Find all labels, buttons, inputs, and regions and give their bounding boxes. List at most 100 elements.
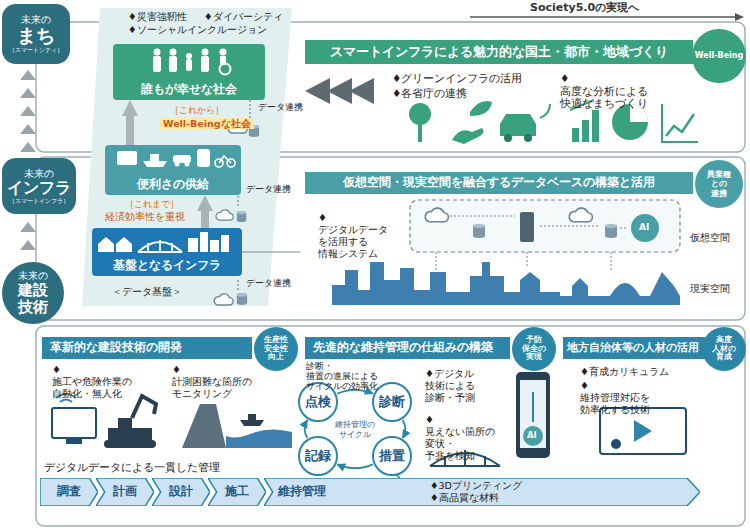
node-text: 基盤となるインフラ	[113, 259, 221, 272]
process-chevron: 設計	[152, 478, 210, 506]
node-text: 未来の	[24, 168, 54, 180]
bullet-text: ♦各省庁の連携	[392, 87, 467, 100]
flow-arrow	[126, 116, 134, 145]
era-label: Well-Beingな社会	[160, 118, 254, 129]
process-chevron: 調査	[40, 478, 98, 506]
data-link-label: データ連携	[246, 278, 291, 289]
bullet-text: ♦見えない箇所の 変状・予兆を検知	[425, 414, 495, 462]
bullet-text: ♦ダイバーシティ	[204, 11, 283, 22]
society-arrow	[470, 13, 744, 21]
process-chevron: 施工	[208, 478, 266, 506]
goal-note: Society5.0の実現へ	[530, 1, 639, 14]
section-header: 地方自治体等の人材の活用	[563, 337, 705, 359]
node-text: 点検	[305, 395, 331, 410]
bullet-text: ♦高品質な材料	[430, 492, 499, 503]
bullet-text: ♦維持管理対応を 効率化する技術	[580, 380, 650, 416]
node-text: 革新的な建設技術の開発	[50, 341, 182, 355]
construction-icons	[52, 394, 292, 448]
data-link-label: データ連携	[246, 184, 291, 195]
section-header: 仮想空間・現実空間を融合するデータベースの構築と活用	[305, 172, 693, 194]
ai-mark: AI	[639, 222, 649, 233]
link-line	[242, 251, 300, 252]
goal-box: 誰もが幸せな社会	[113, 44, 265, 100]
node-text: 未来の	[18, 270, 48, 282]
node-text: 調査	[57, 485, 81, 499]
cycle-arrow	[337, 464, 372, 468]
node-text: 高度 人材の 育成	[712, 336, 736, 362]
node-text: 診断	[379, 395, 405, 410]
left-chevrons	[305, 78, 374, 104]
cycle-arrow	[403, 420, 406, 438]
badge-circle: 生産性 安全性 向上	[254, 327, 298, 371]
node-text: ［スマートシティ］	[9, 47, 63, 54]
section-header: 先進的な維持管理の仕組みの構築	[305, 337, 510, 359]
bullet-text: ♦高度な分析による 快適なまちづくり	[560, 72, 648, 110]
node-text: まち	[17, 25, 55, 47]
node-text: インフラ	[7, 179, 71, 197]
future-label: 未来の建設技術	[2, 262, 64, 324]
node-text: 建設	[18, 282, 48, 299]
cycle-circle: 措置	[372, 436, 412, 476]
node-text: 施工	[225, 485, 249, 499]
node-text: 措置	[379, 449, 405, 464]
bullet-text: ♦育成カリキュラム	[580, 366, 669, 378]
flow-title: デジタルデータによる一貫した管理	[44, 461, 220, 474]
badge-circle: 予防 保全の 実現	[512, 327, 556, 371]
flow-arrow	[201, 211, 209, 228]
node-text: 生産性 安全性 向上	[264, 336, 288, 362]
level-box: 便利さの供給	[105, 145, 241, 195]
badge-circle: 高度 人材の 育成	[702, 327, 746, 371]
badge-circle: Well-Being	[692, 29, 745, 82]
cycle-center: 維持管理の サイクル	[335, 420, 375, 439]
smartcity-icons	[409, 100, 698, 144]
node-text: 設計	[169, 485, 193, 499]
node-text: 先進的な維持管理の仕組みの構築	[313, 341, 493, 355]
node-text: 維持管理	[278, 485, 326, 499]
era-tag: ［これまで］	[125, 199, 179, 210]
node-text: 計画	[113, 485, 137, 499]
panels	[36, 22, 745, 526]
node-text: 異業種 との 連携	[707, 170, 731, 198]
ai-mark: AI	[527, 430, 537, 440]
virtual-space	[410, 200, 680, 252]
platform-label: ＜データ基盤＞	[112, 286, 182, 298]
future-label: 未来のインフラ［スマートインフラ］	[2, 158, 76, 214]
bullet-text: ♦ソーシャルインクルージョン	[128, 24, 267, 35]
bullet-text: ♦災害強靭性	[128, 11, 187, 22]
process-chevron: 計画	[96, 478, 154, 506]
node-text: ［スマートインフラ］	[9, 198, 69, 205]
future-label: 未来のまち［スマートシティ］	[2, 4, 70, 64]
bullet-text: ♦デジタル 技術による 診断・予測	[425, 368, 475, 404]
bullet-text: ♦デジタルデータ を活用する 情報システム	[318, 212, 388, 260]
node-text: 未来の	[21, 14, 51, 26]
era-tag: ［これから］	[170, 105, 224, 116]
bullet-text: ♦計測困難な箇所の モニタリング	[172, 364, 252, 400]
badge-circle: 異業種 との 連携	[695, 160, 743, 208]
vertical-links	[436, 252, 611, 270]
era-label: 経済効率性を重視	[105, 211, 185, 222]
future-band	[82, 8, 292, 306]
node-text: 誰もが幸せな社会	[141, 83, 237, 96]
node-text: 仮想空間・現実空間を融合するデータベースの構築と活用	[343, 176, 655, 190]
data-link-label: データ連携	[258, 102, 303, 113]
node-text: 記録	[305, 449, 331, 464]
node-text: Well-Being	[695, 51, 743, 60]
cycle-arrow	[305, 420, 308, 438]
space-label: 現実空間	[690, 283, 730, 295]
bullet-text: ♦3Dプリンティング	[430, 480, 522, 491]
section-header: スマートインフラによる魅力的な国土・都市・地域づくり	[305, 40, 693, 64]
node-text: スマートインフラによる魅力的な国土・都市・地域づくり	[330, 45, 668, 60]
city-skyline	[332, 262, 680, 305]
cycle-note: 診断・措置の進展による サイクルの効率化	[306, 361, 378, 392]
section-header: 革新的な建設技術の開発	[42, 337, 252, 359]
bullet-text: ♦グリーンインフラの活用	[392, 72, 522, 85]
cycle-circle: 記録	[298, 436, 338, 476]
node-text: 技術	[18, 299, 48, 316]
node-text: 予防 保全の 実現	[522, 336, 546, 362]
level-box: 基盤となるインフラ	[92, 228, 242, 276]
node-text: 地方自治体等の人材の活用	[567, 342, 699, 354]
cycle-circle: 診断	[372, 382, 412, 422]
space-label: 仮想空間	[690, 232, 730, 244]
bullet-text: ♦施工や危険作業の 自動化・無人化	[52, 364, 132, 400]
